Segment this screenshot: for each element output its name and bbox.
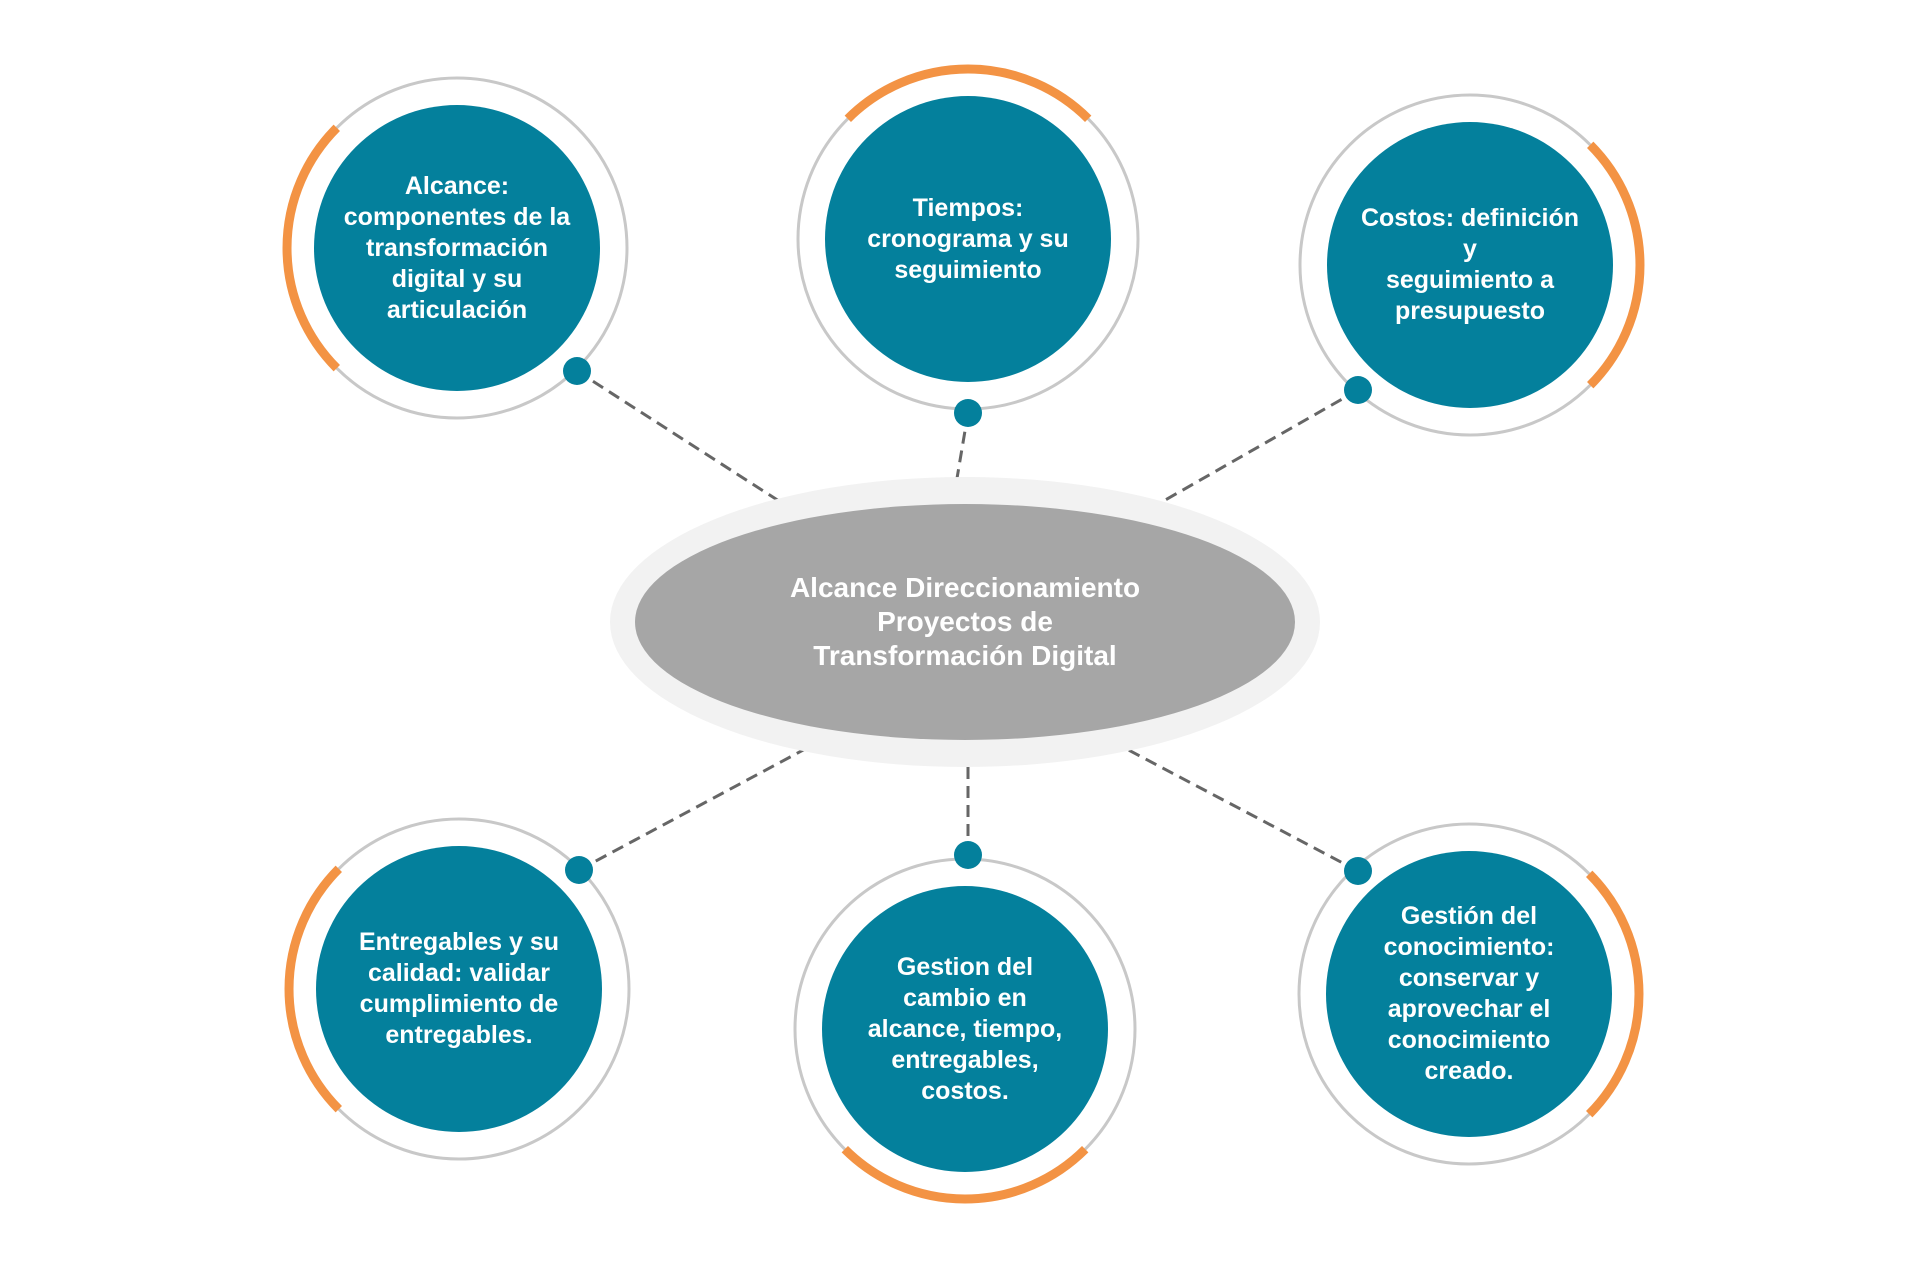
connector-line: [576, 369, 811, 523]
node-text-line: cambio en: [903, 983, 1027, 1012]
node-text-line: Entregables y su: [358, 928, 560, 956]
node-tiempos-label: Tiempos: cronograma y su seguimiento: [843, 114, 1093, 364]
node-circle: [825, 96, 1111, 382]
node-entregables-label: Entregables y su calidad: validar cumpli…: [334, 864, 584, 1114]
node-text-line: Tiempos:: [912, 193, 1024, 222]
connector-dot: [954, 841, 982, 869]
node-circle: [822, 886, 1108, 1172]
node-text-line: digital y su: [391, 264, 523, 293]
node-text-line: cronograma y su: [867, 224, 1069, 253]
node-accent-arc: [1587, 141, 1645, 389]
node-text-line: seguimiento: [894, 255, 1042, 284]
node-text-line: costos.: [921, 1076, 1009, 1105]
connector-line: [1099, 733, 1359, 873]
center-topic-line: Alcance Direccionamiento: [789, 572, 1141, 603]
node-circle: [1326, 851, 1612, 1137]
node-accent-arc: [284, 865, 342, 1113]
node-text-line: seguimiento a: [1385, 266, 1555, 294]
node-gestion-cambio-label: Gestion del cambio en alcance, tiempo, e…: [840, 904, 1090, 1154]
center-topic-label: Alcance Direccionamiento Proyectos de Tr…: [735, 552, 1195, 692]
node-gestion-conocimiento-label: Gestión del conocimiento: conservar y ap…: [1344, 869, 1594, 1119]
node-text-line: transformación: [366, 233, 548, 262]
node-text-line: entregables.: [385, 1021, 533, 1049]
node-text-line: conocimiento: [1387, 1026, 1551, 1054]
node-circle: [1327, 122, 1613, 408]
node-circle: [314, 105, 600, 391]
node-text-line: conservar y: [1398, 964, 1540, 992]
connector-dot: [1344, 857, 1372, 885]
node-text-line: Gestion del: [896, 952, 1034, 981]
connector-dot: [565, 856, 593, 884]
connector-dot: [954, 399, 982, 427]
node-text-line: aprovechar el: [1387, 995, 1551, 1023]
node-alcance-label: Alcance: componentes de la transformació…: [332, 123, 582, 373]
center-ellipse: [635, 504, 1295, 740]
connector-line: [1124, 388, 1359, 525]
node-text-line: presupuesto: [1394, 297, 1546, 325]
connector-dot: [1344, 376, 1372, 404]
node-text-line: conocimiento:: [1383, 933, 1555, 961]
node-text-line: alcance, tiempo,: [867, 1014, 1063, 1043]
node-accent-arc: [844, 64, 1092, 122]
node-text-line: Costos: definición y: [1360, 204, 1580, 263]
node-text-line: Alcance:: [404, 171, 510, 200]
center-topic-line: Transformación Digital: [813, 640, 1117, 671]
node-text-line: creado.: [1424, 1057, 1514, 1085]
connector-line: [578, 731, 836, 872]
node-accent-arc: [282, 124, 340, 372]
node-text-line: articulación: [386, 295, 528, 324]
node-costos-label: Costos: definición y seguimiento a presu…: [1345, 140, 1595, 390]
node-accent-arc: [841, 1146, 1089, 1204]
center-topic-line: Proyectos de: [877, 606, 1053, 637]
node-text-line: Gestión del: [1400, 902, 1538, 930]
node-text-line: componentes de la: [343, 202, 571, 231]
node-circle: [316, 846, 602, 1132]
node-text-line: calidad: validar: [367, 959, 550, 987]
node-accent-arc: [1586, 870, 1644, 1118]
node-text-line: cumplimiento de: [359, 990, 559, 1018]
connector-dot: [563, 357, 591, 385]
node-text-line: entregables,: [891, 1045, 1039, 1074]
